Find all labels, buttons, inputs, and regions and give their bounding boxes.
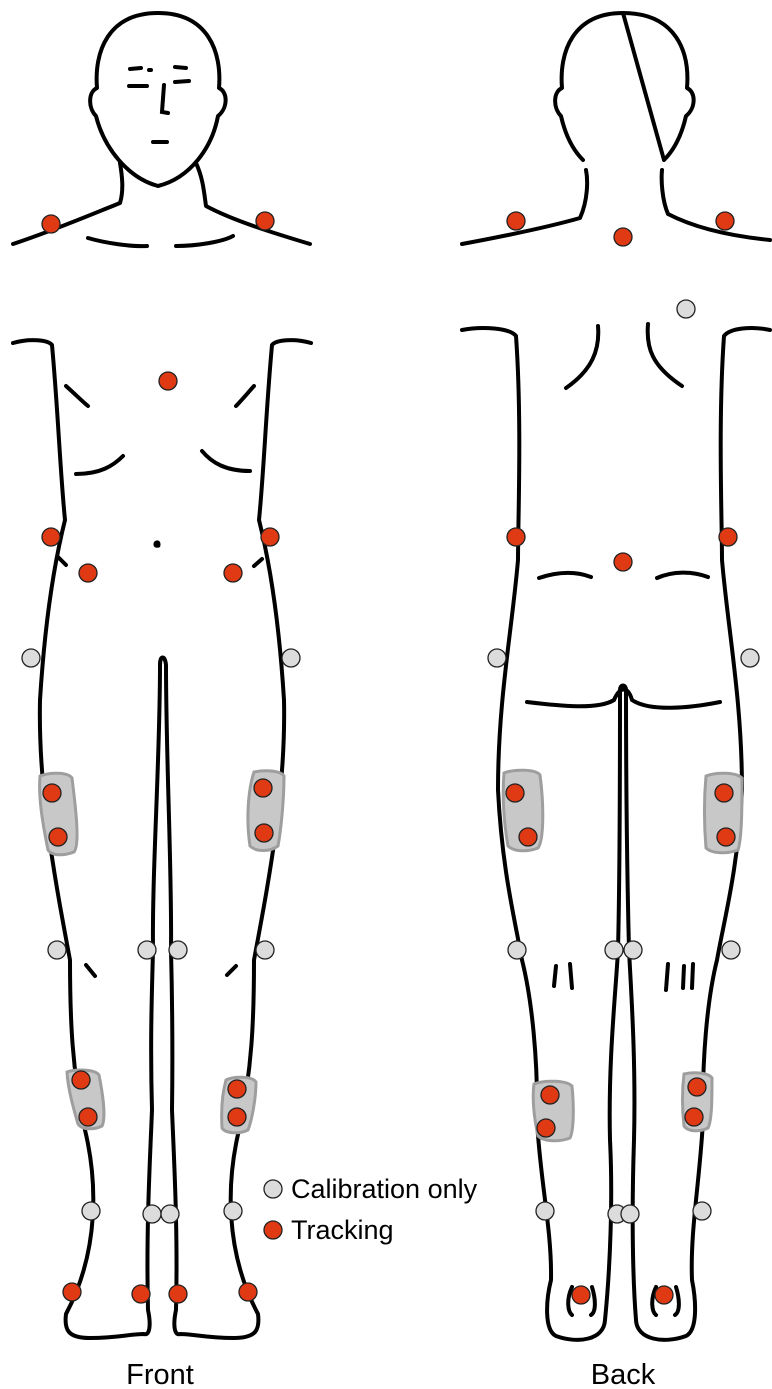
legend-tracking-label: Tracking: [291, 1215, 394, 1245]
front-knee-l-med-calibration-marker: [169, 941, 187, 959]
front-shank-r-2-tracking-marker: [79, 1108, 97, 1126]
front-knee-r-med-calibration-marker: [138, 941, 156, 959]
back-hip-l-tracking-marker: [719, 528, 737, 546]
back-knee-r-lat-calibration-marker: [508, 941, 526, 959]
front-shoulder-l-tracking-marker: [256, 212, 274, 230]
back-troch-r-calibration-marker: [488, 649, 506, 667]
back-thigh-r-1-tracking-marker: [506, 784, 524, 802]
front-ankle-r-lat-calibration-marker: [82, 1202, 100, 1220]
back-thigh-l-2-tracking-marker: [717, 828, 735, 846]
back-ankle-l-med-calibration-marker: [621, 1205, 639, 1223]
back-thigh-l-1-tracking-marker: [715, 784, 733, 802]
back-markers: [488, 212, 759, 1304]
front-knee-l-lat-calibration-marker: [256, 941, 274, 959]
back-shank-l-1-tracking-marker: [688, 1078, 706, 1096]
back-head: [555, 13, 694, 160]
back-heel-l-tracking-marker: [655, 1286, 673, 1304]
front-markers: [22, 212, 300, 1303]
front-sternum-tracking-marker: [159, 372, 177, 390]
back-shank-r-1-tracking-marker: [541, 1086, 559, 1104]
front-shank-l-1-tracking-marker: [228, 1080, 246, 1098]
front-foot-l-out-tracking-marker: [239, 1283, 257, 1301]
front-foot-l-in-tracking-marker: [169, 1285, 187, 1303]
back-ankle-l-lat-calibration-marker: [693, 1202, 711, 1220]
back-t10-calibration-marker: [677, 300, 695, 318]
legend-calibration-label: Calibration only: [291, 1174, 478, 1204]
front-shoulder-r-tracking-marker: [42, 215, 60, 233]
back-c7-tracking-marker: [614, 228, 632, 246]
front-shank-r-1-tracking-marker: [72, 1071, 90, 1089]
front-thigh-r-1-tracking-marker: [43, 784, 61, 802]
front-foot-r-in-tracking-marker: [132, 1285, 150, 1303]
front-ankle-r-med-calibration-marker: [143, 1205, 161, 1223]
front-foot-r-out-tracking-marker: [63, 1283, 81, 1301]
front-thigh-l-1-tracking-marker: [254, 779, 272, 797]
front-shank-l-2-tracking-marker: [228, 1108, 246, 1126]
front-troch-r-calibration-marker: [22, 649, 40, 667]
front-clavicles: [88, 236, 233, 246]
front-head: [90, 13, 226, 186]
back-knee-r-med-calibration-marker: [605, 941, 623, 959]
front-thigh-l-2-tracking-marker: [255, 824, 273, 842]
front-thigh-r-2-tracking-marker: [49, 828, 67, 846]
back-heel-r-tracking-marker: [572, 1286, 590, 1304]
back-shank-l-2-tracking-marker: [685, 1108, 703, 1126]
front-view-label: Front: [126, 1359, 194, 1389]
back-knee-l-lat-calibration-marker: [722, 941, 740, 959]
legend-tracking-marker: [264, 1221, 282, 1239]
front-asis-l-tracking-marker: [224, 564, 242, 582]
front-face-features: [129, 67, 189, 142]
back-ankle-r-lat-calibration-marker: [536, 1202, 554, 1220]
legend-calibration-marker: [264, 1180, 282, 1198]
back-sacrum-tracking-marker: [614, 553, 632, 571]
front-asis-r-tracking-marker: [79, 564, 97, 582]
front-knee-r-lat-calibration-marker: [48, 941, 66, 959]
front-ankle-l-med-calibration-marker: [161, 1205, 179, 1223]
front-neck-shoulders: [13, 163, 310, 244]
back-troch-l-calibration-marker: [741, 649, 759, 667]
back-shoulder-l-tracking-marker: [716, 212, 734, 230]
back-thigh-r-2-tracking-marker: [519, 828, 537, 846]
back-shoulder-r-tracking-marker: [507, 212, 525, 230]
front-ankle-l-lat-calibration-marker: [224, 1202, 242, 1220]
back-anatomy-lines: [527, 324, 720, 1315]
front-navel: [153, 540, 160, 547]
front-troch-l-calibration-marker: [282, 649, 300, 667]
front-hip-l-tracking-marker: [261, 528, 279, 546]
front-hip-r-tracking-marker: [42, 528, 60, 546]
back-view-label: Back: [591, 1359, 656, 1389]
back-hip-r-tracking-marker: [507, 528, 525, 546]
legend: Calibration only Tracking: [264, 1174, 478, 1245]
back-knee-l-med-calibration-marker: [624, 941, 642, 959]
back-shank-r-2-tracking-marker: [537, 1119, 555, 1137]
